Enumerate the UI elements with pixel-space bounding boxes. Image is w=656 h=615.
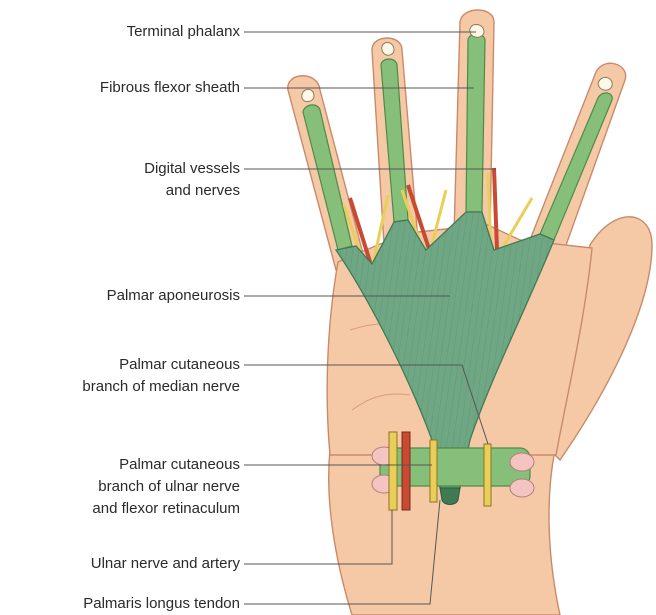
- label-digital-vessels-line2: and nerves: [166, 181, 240, 201]
- label-palmaris-longus: Palmaris longus tendon: [83, 594, 240, 614]
- label-ulnar-nerve-artery: Ulnar nerve and artery: [91, 554, 240, 574]
- label-fibrous-flexor-sheath: Fibrous flexor sheath: [100, 78, 240, 98]
- palmaris-longus-tendon: [440, 488, 460, 505]
- label-palmar-cutaneous-ulnar-line2: branch of ulnar nerve: [98, 477, 240, 497]
- ulnar-nerve: [389, 432, 397, 510]
- label-digital-vessels-line1: Digital vessels: [144, 159, 240, 179]
- flexor-sheath-middle: [466, 34, 485, 212]
- terminal-phalanx-middle: [470, 25, 484, 38]
- label-palmar-cutaneous-ulnar-line1: Palmar cutaneous: [119, 455, 240, 475]
- label-palmar-cutaneous-ulnar-line3: and flexor retinaculum: [92, 499, 240, 519]
- ulnar-artery: [402, 432, 410, 510]
- label-palmar-aponeurosis: Palmar aponeurosis: [107, 286, 240, 306]
- palmar-cutaneous-ulnar-strip: [430, 440, 437, 502]
- terminal-phalanx-index: [598, 77, 612, 90]
- terminal-phalanx-little: [302, 89, 314, 101]
- terminal-phalanx-ring: [382, 43, 394, 56]
- label-palmar-cutaneous-median-line1: Palmar cutaneous: [119, 355, 240, 375]
- palmar-cutaneous-median-strip: [484, 444, 491, 506]
- label-palmar-cutaneous-median-line2: branch of median nerve: [82, 377, 240, 397]
- label-terminal-phalanx: Terminal phalanx: [127, 22, 240, 42]
